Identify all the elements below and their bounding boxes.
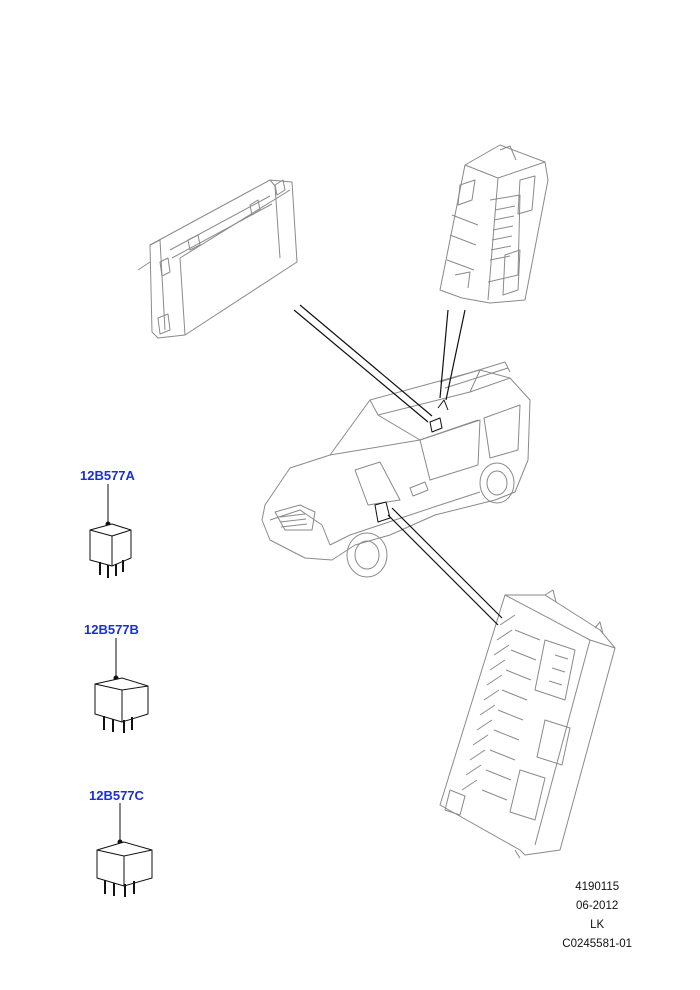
relay-b: [94, 638, 149, 733]
module-location-marker-a: [429, 417, 443, 433]
fuse-box-lower-right: [439, 589, 616, 859]
illustration-initials: LK: [590, 919, 605, 931]
illustration-date: 06-2012: [576, 900, 619, 912]
illustration-code: C0245581-01: [562, 938, 632, 950]
illustration-number: 4190115: [575, 881, 620, 893]
module-location-marker-b: [374, 501, 391, 523]
relay-c: [96, 803, 153, 897]
part-link-12b577c[interactable]: 12B577C: [89, 788, 144, 803]
part-link-12b577b[interactable]: 12B577B: [84, 622, 139, 637]
vehicle-illustration: [261, 361, 531, 578]
junction-box-upper-right: [439, 144, 549, 304]
control-module-upper-left: [137, 179, 298, 339]
part-link-12b577a[interactable]: 12B577A: [80, 468, 135, 483]
relay-a: [89, 484, 132, 578]
diagram-meta: 4190115 06-2012 LK C0245581-01: [562, 878, 632, 954]
